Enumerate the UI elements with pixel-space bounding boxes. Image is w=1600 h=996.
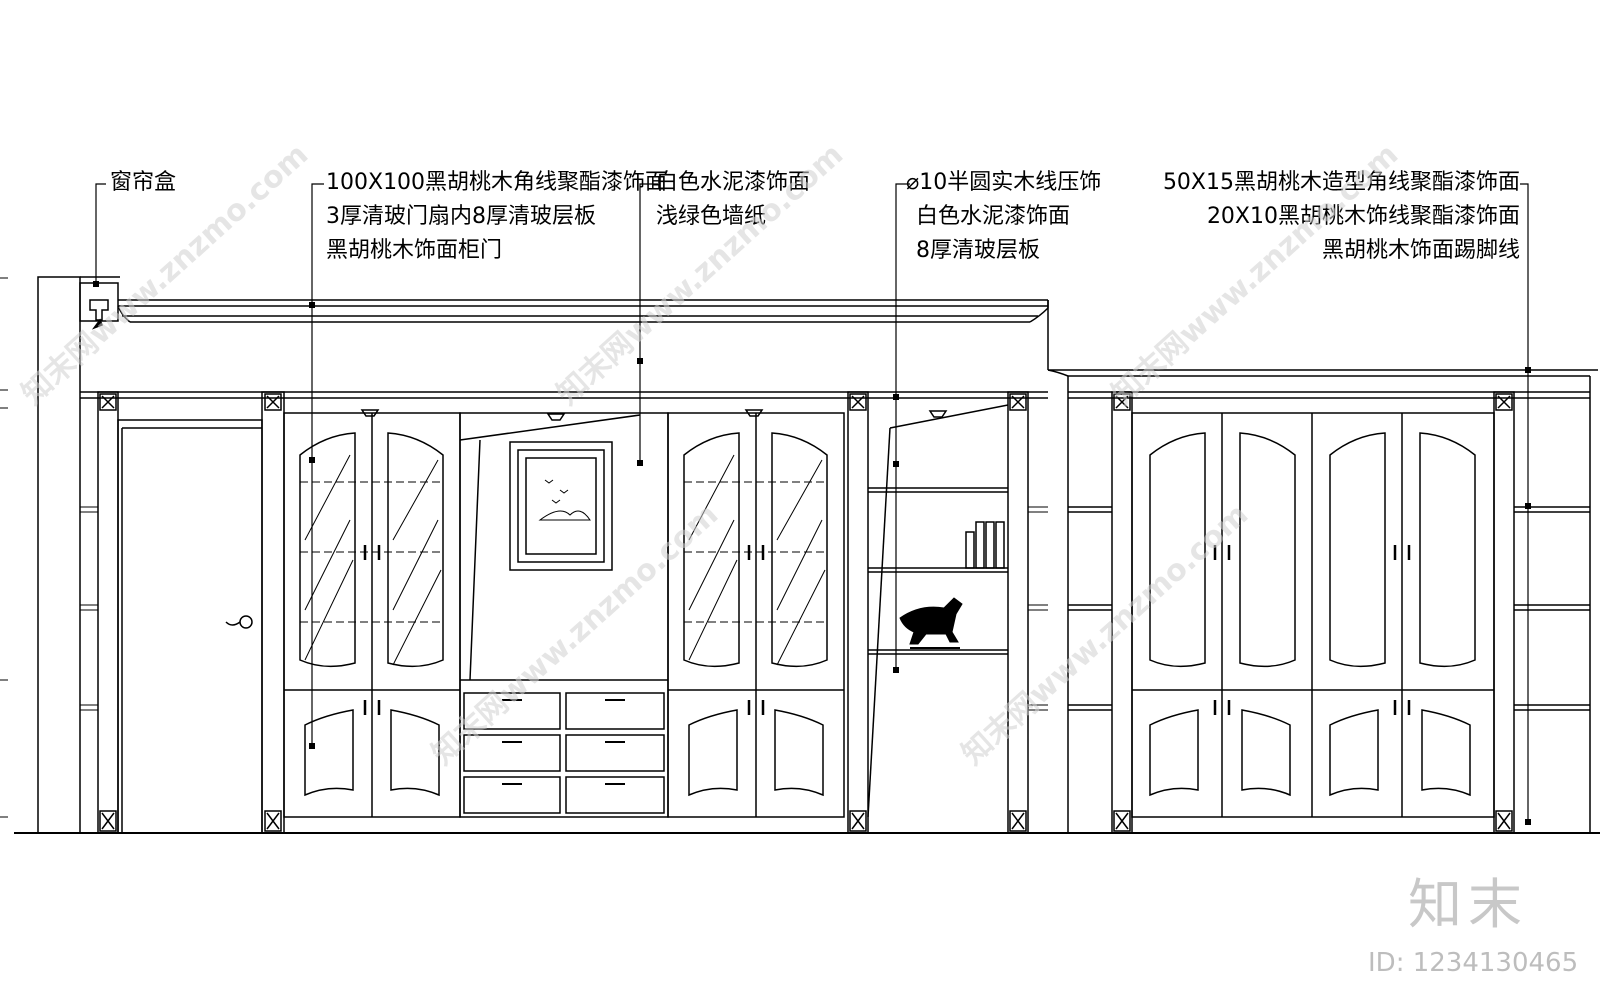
cornice (80, 299, 1049, 399)
label-half-round: ⌀10半圆实木线压饰 (906, 170, 1102, 195)
label-glass-door: 3厚清玻门扇内8厚清玻层板 (326, 204, 596, 229)
shelf-niche (867, 404, 1009, 818)
label-white-paint-2: 白色水泥漆饰面 (916, 204, 1071, 229)
leader-lines (95, 183, 1529, 822)
axis-ticks (0, 277, 8, 818)
label-green-wallpaper: 浅绿色墙纸 (656, 204, 767, 229)
wardrobe (1047, 369, 1598, 834)
brand-id: ID: 1234130465 (1368, 948, 1579, 978)
center-niche (459, 412, 669, 818)
cabinet-right (667, 409, 845, 818)
label-curtain-box: 窗帘盒 (110, 170, 177, 195)
label-white-paint-1: 白色水泥漆饰面 (656, 170, 811, 195)
label-glass-shelf: 8厚清玻层板 (916, 238, 1040, 263)
brand-logo: 知末 (1408, 873, 1528, 936)
label-shaped-corner: 50X15黑胡桃木造型角线聚酯漆饰面 (1162, 170, 1520, 195)
label-corner-line: 100X100黑胡桃木角线聚酯漆饰面 (326, 170, 668, 195)
left-wall (37, 276, 120, 834)
label-deco-line: 20X10黑胡桃木饰线聚酯漆饰面 (1206, 204, 1520, 229)
wall-strips (80, 506, 1048, 711)
leader-dots (93, 281, 1531, 825)
label-skirting: 黑胡桃木饰面踢脚线 (1321, 238, 1520, 263)
door (117, 419, 263, 834)
label-cabinet-door: 黑胡桃木饰面柜门 (326, 238, 503, 263)
